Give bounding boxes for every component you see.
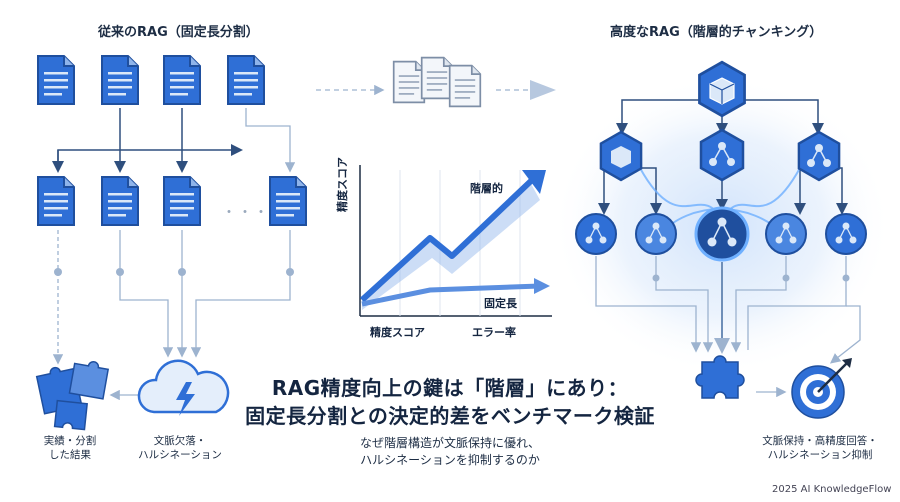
series-fixed-label: 固定長 [484, 297, 517, 310]
cloud-lightning-icon [137, 359, 230, 416]
copyright: 2025 AI KnowledgeFlow [772, 484, 892, 495]
doc-icon [163, 55, 201, 105]
doc-icon [269, 176, 307, 226]
target-caption-line2: ハルシネーション抑制 [767, 449, 873, 461]
mid-hex-node-2 [699, 128, 745, 182]
series-hierarchical-label: 階層的 [470, 182, 503, 195]
doc-icon [101, 176, 139, 226]
comparison-chart [359, 165, 552, 317]
main-title-line2: 固定長分割との決定的差をベンチマーク検証 [245, 404, 655, 428]
leaf-node [765, 213, 807, 255]
series-fixed-line [361, 283, 541, 307]
doc-icon [448, 64, 482, 108]
left-header: 従来のRAG（固定長分割） [98, 25, 259, 40]
doc-icon [227, 55, 265, 105]
target-icon [791, 358, 852, 419]
cloud-caption-line2: ハルシネーション [138, 449, 222, 461]
doc-icon [392, 60, 426, 104]
mid-hex-node-1 [599, 130, 643, 182]
leaf-node [575, 213, 617, 255]
doc-icon [420, 56, 454, 100]
cloud-caption-line1: 文脈欠落・ [153, 435, 207, 447]
puzzle-caption-line2: した結果 [49, 449, 91, 461]
chart-x-label-right: エラー率 [472, 326, 516, 339]
subtitle-line2: ハルシネーションを抑制するのか [360, 453, 540, 467]
leaf-node [635, 213, 677, 255]
chart-y-label: 精度スコア [336, 157, 349, 212]
leaf-node [825, 213, 867, 255]
doc-icon [101, 55, 139, 105]
flow-arrow-icon [530, 80, 556, 100]
leaf-node-center [694, 206, 750, 262]
center-doc-stack [392, 56, 482, 108]
chart-x-label-left: 精度スコア [370, 326, 425, 339]
main-title-line1: RAG精度向上の鍵は「階層」にあり： [271, 376, 629, 400]
puzzle-piece-icon [695, 355, 745, 399]
target-caption-line1: 文脈保持・高精度回答・ [762, 435, 878, 447]
ellipsis: ・・・ [222, 205, 270, 221]
doc-icon [163, 176, 201, 226]
doc-icon [37, 176, 75, 226]
puzzle-caption-line1: 実績・分割 [43, 435, 97, 447]
doc-icon [37, 55, 75, 105]
series-hierarchical-line [359, 177, 535, 303]
top-docs [37, 55, 265, 105]
leaf-nodes [575, 206, 867, 262]
root-hex-node [698, 60, 746, 118]
puzzle-pieces-icon [35, 360, 110, 431]
right-header: 高度なRAG（階層的チャンキング） [610, 25, 823, 40]
subtitle-line1: なぜ階層構造が文脈保持に優れ、 [359, 436, 541, 450]
mid-hex-node-3 [797, 130, 841, 182]
